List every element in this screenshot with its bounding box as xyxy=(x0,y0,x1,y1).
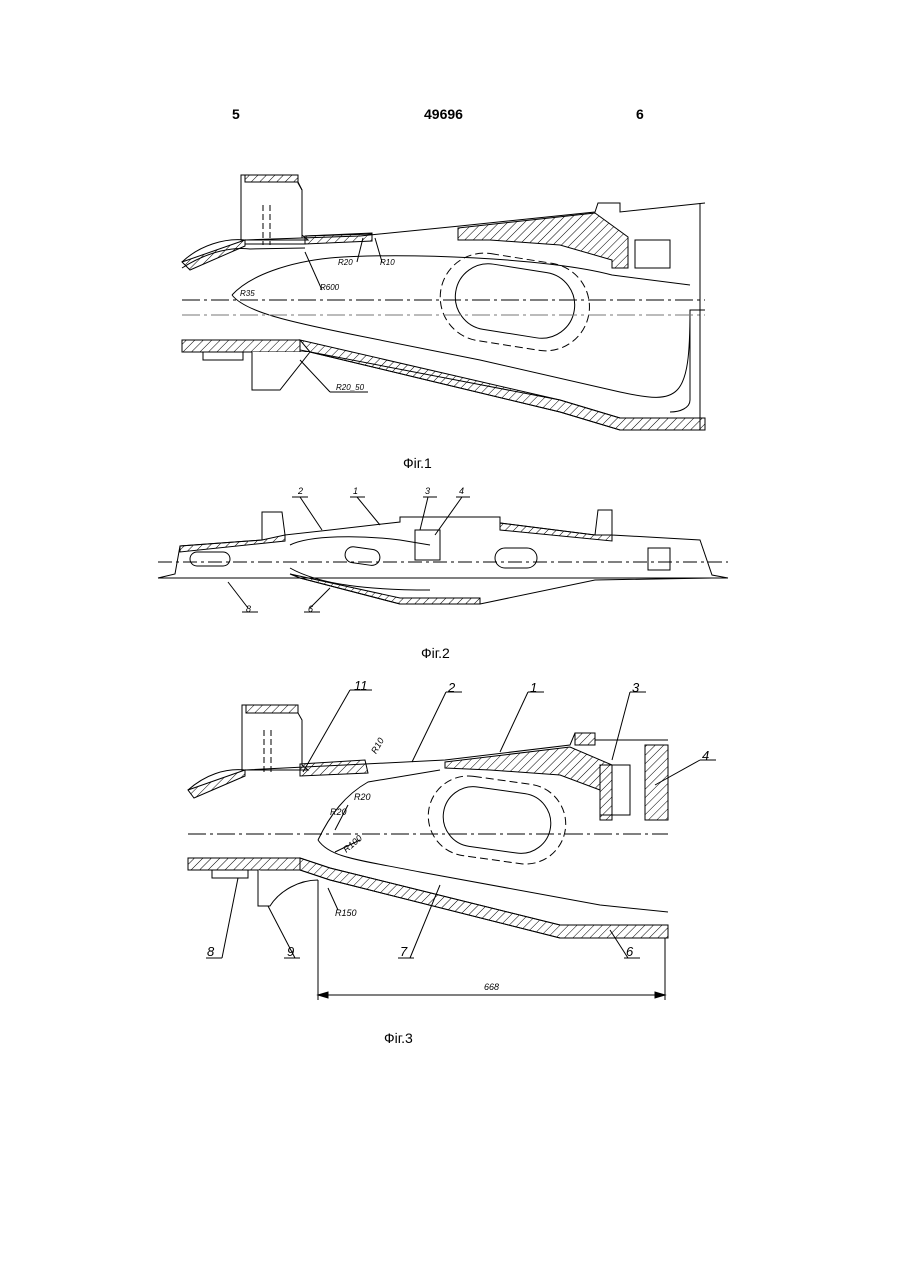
fig2-label-8: 8 xyxy=(246,604,251,614)
fig3-label-9: 9 xyxy=(287,944,294,959)
dim-r20-50: R20_50 xyxy=(336,383,365,392)
dim-r10: R10 xyxy=(380,258,395,267)
fig3-dim-r20-lower: R20 xyxy=(330,807,347,817)
dim-r20: R20 xyxy=(338,258,353,267)
fig2-label-6: 6 xyxy=(308,604,313,614)
fig3-label-11: 11 xyxy=(354,678,368,693)
fig3-label-2: 2 xyxy=(447,680,456,695)
fig2-label-3: 3 xyxy=(425,486,430,496)
figure-2-labels: 2 1 3 4 8 6 xyxy=(246,486,464,614)
dim-r35: R35 xyxy=(240,289,255,298)
fig3-dim-r150: R150 xyxy=(335,908,357,918)
fig3-label-4: 4 xyxy=(702,748,709,763)
fig3-label-3: 3 xyxy=(632,680,640,695)
figure-3-caption: Фіг.3 xyxy=(384,1030,413,1046)
fig3-dim-r100: R100 xyxy=(341,833,364,854)
fig3-label-8: 8 xyxy=(207,944,215,959)
fig3-label-7: 7 xyxy=(400,944,408,959)
figure-2-caption: Фіг.2 xyxy=(421,645,450,661)
fig2-label-1: 1 xyxy=(353,486,358,496)
figure-1-drawing xyxy=(182,175,705,430)
figure-3-drawing xyxy=(188,690,716,1000)
fig2-label-4: 4 xyxy=(459,486,464,496)
fig2-label-2: 2 xyxy=(297,486,303,496)
figure-2-drawing xyxy=(158,497,728,612)
figure-1-caption: Фіг.1 xyxy=(403,455,432,471)
fig3-dim-r20-upper: R20 xyxy=(354,792,371,802)
fig3-label-1: 1 xyxy=(530,680,537,695)
fig3-label-6: 6 xyxy=(626,944,634,959)
fig3-dim-r10: R10 xyxy=(369,736,386,755)
fig3-dim-length: 668 xyxy=(484,982,499,992)
dim-r600: R600 xyxy=(320,283,340,292)
